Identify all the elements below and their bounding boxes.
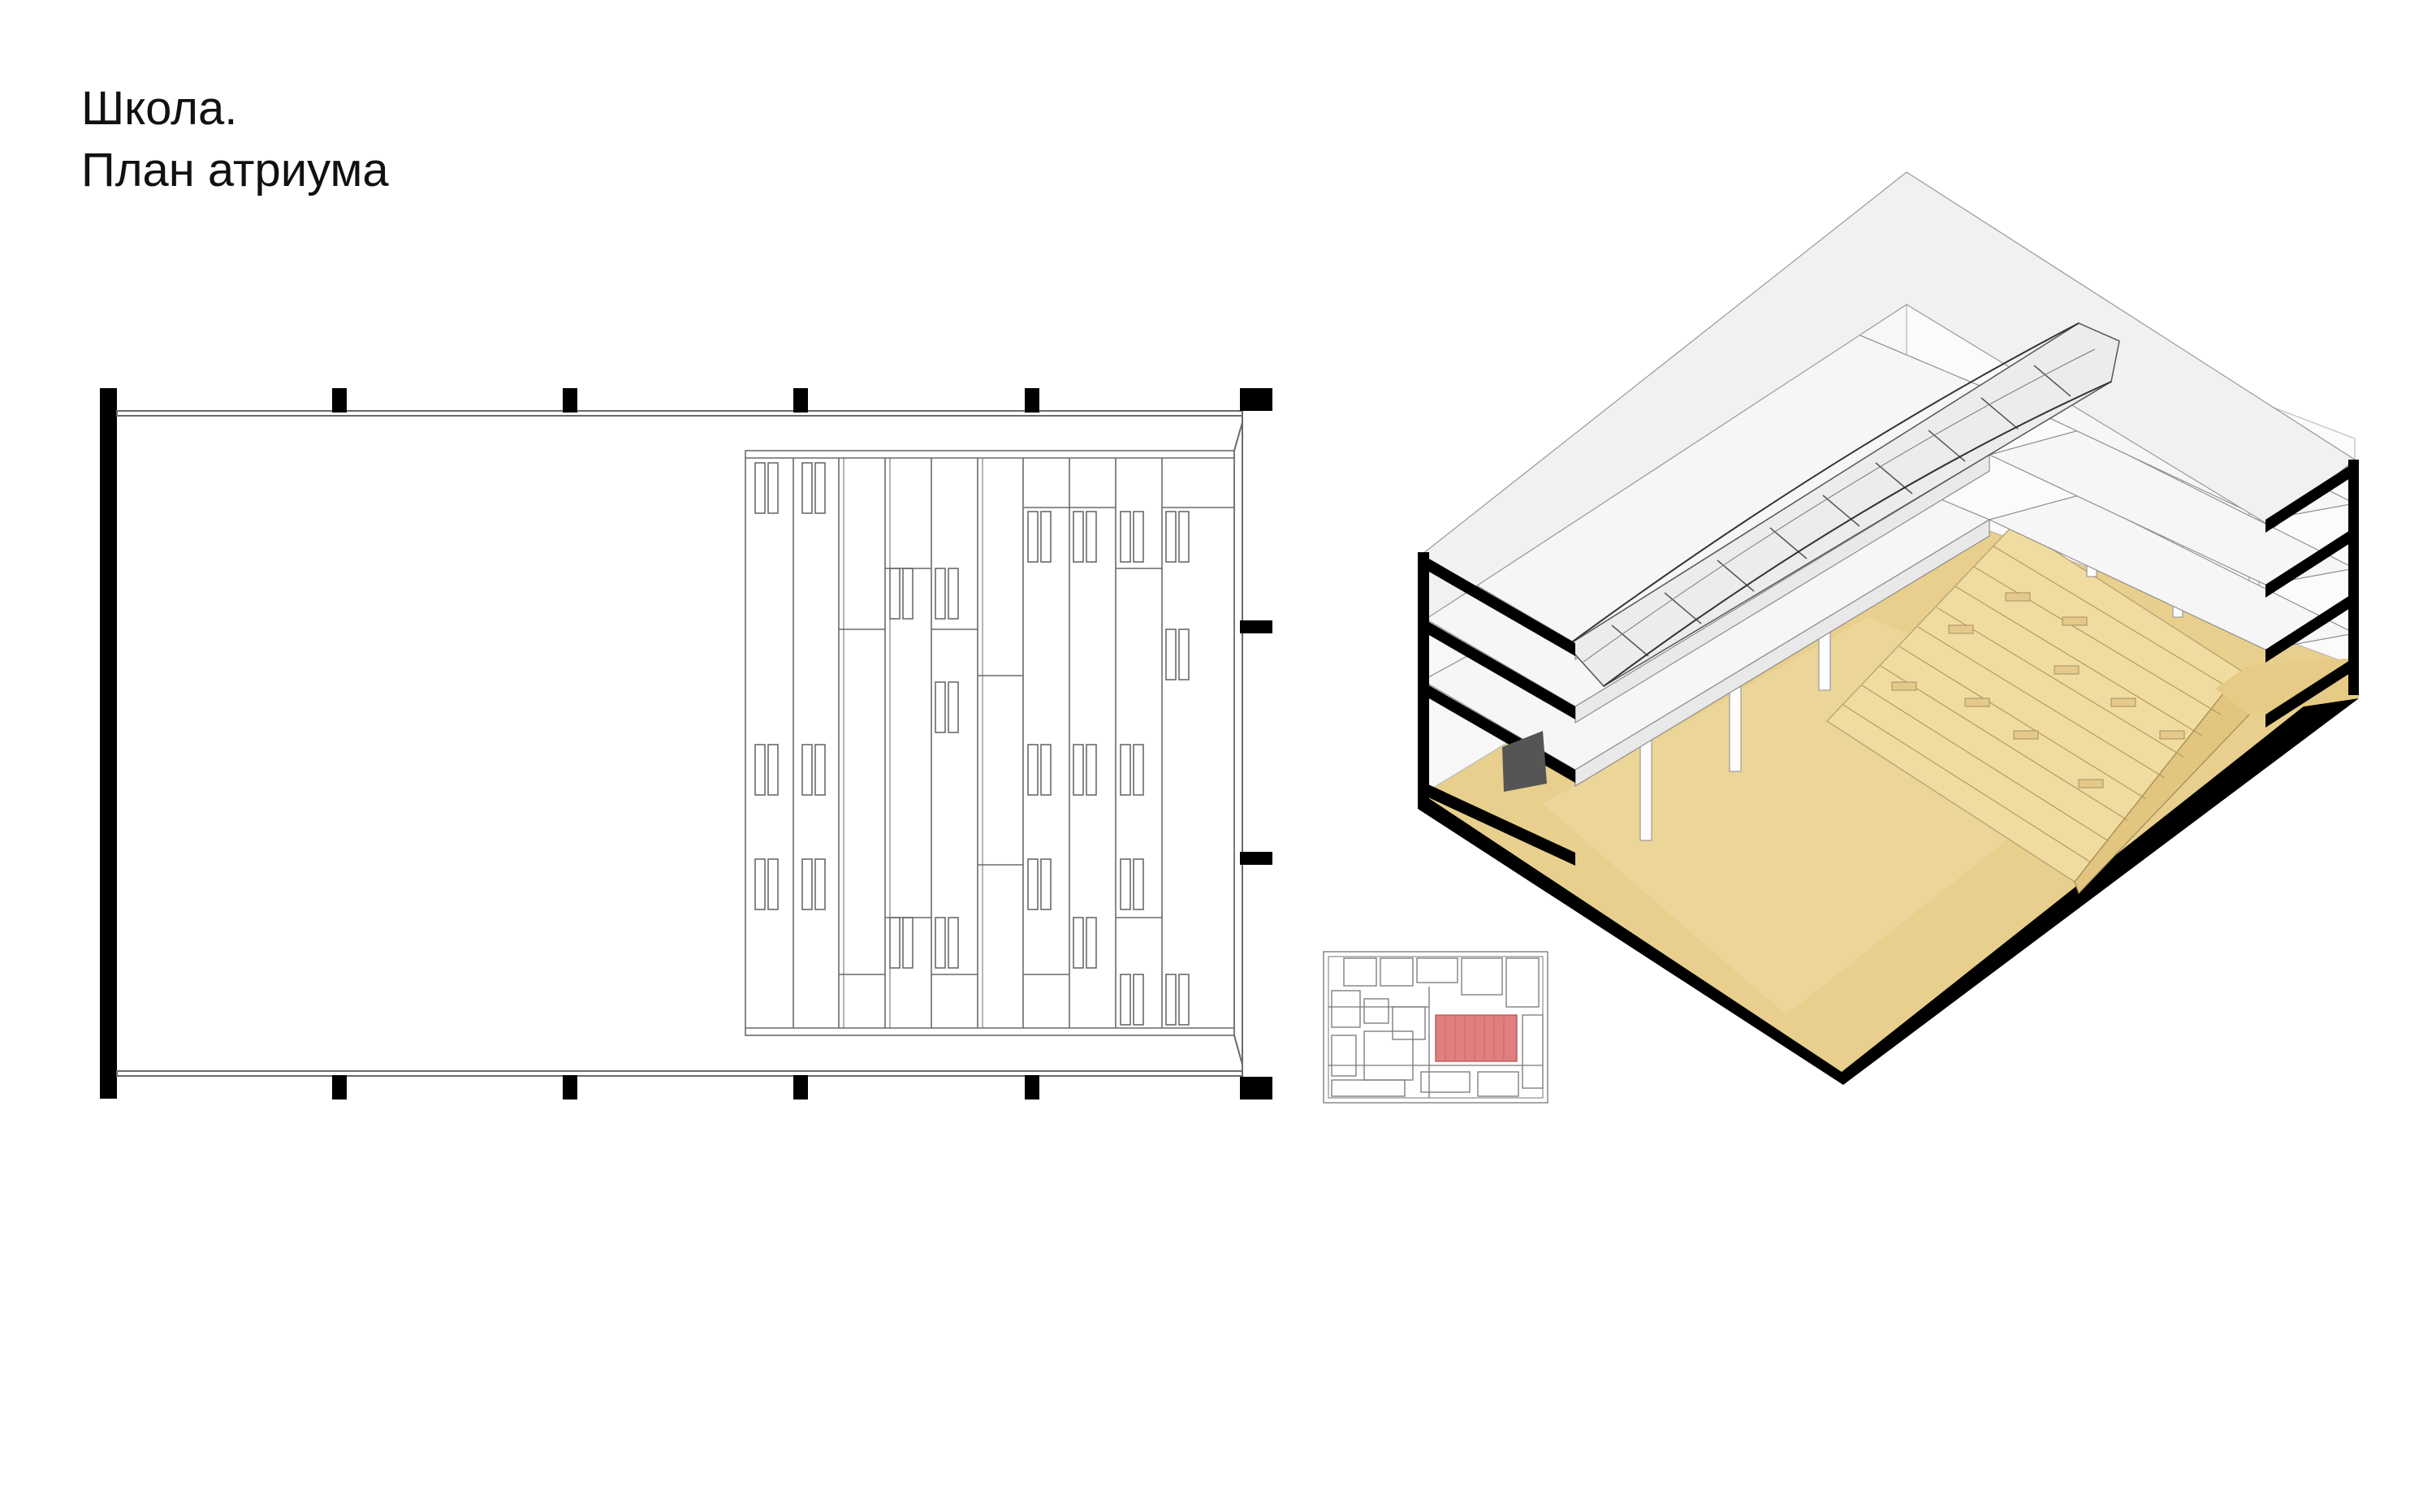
plan-south-facade bbox=[116, 1070, 1243, 1077]
axo-tribune bbox=[1825, 524, 2359, 895]
axo-section-cuts bbox=[1418, 460, 2359, 866]
plan-west-wall bbox=[100, 388, 117, 1099]
drawing-title: Школа. План атриума bbox=[81, 78, 389, 201]
plan-columns bbox=[332, 388, 1272, 1099]
plan-north-facade bbox=[116, 410, 1243, 417]
title-line-1: Школа. bbox=[81, 82, 238, 135]
axo-stair-void bbox=[1502, 731, 1547, 792]
building-key-plan bbox=[1323, 951, 1548, 1104]
title-line-2: План атриума bbox=[81, 144, 389, 197]
plan-tribune bbox=[745, 450, 1235, 1036]
atrium-axonometric-section bbox=[1418, 171, 2359, 1085]
key-plan-atrium-highlight bbox=[1435, 1014, 1518, 1062]
axo-skylight bbox=[1566, 322, 2120, 687]
atrium-floor-plan bbox=[100, 388, 1272, 1099]
